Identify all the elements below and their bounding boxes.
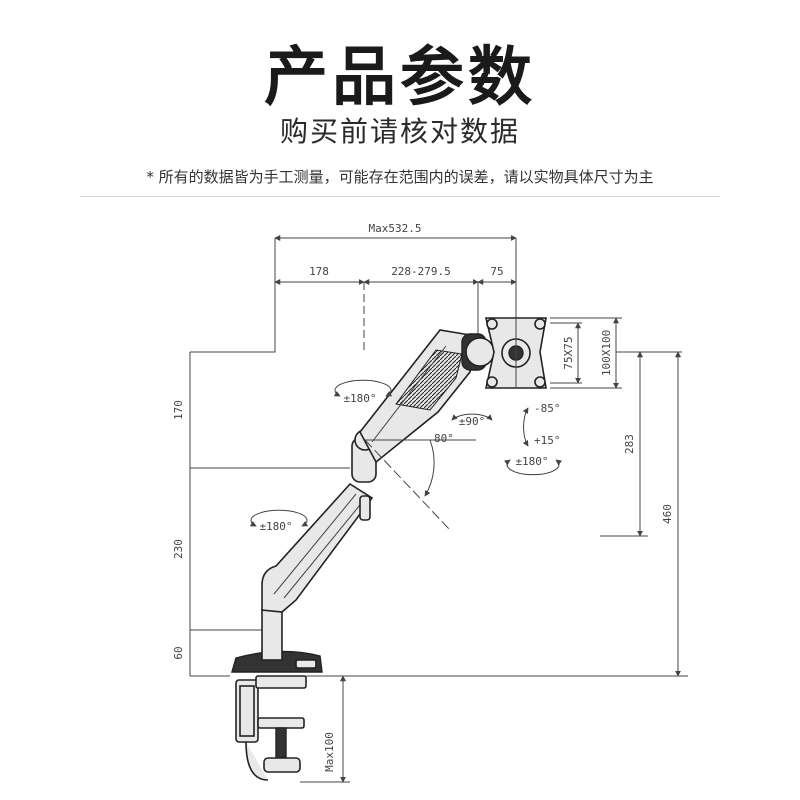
dim-vesa-large: 100X100	[600, 330, 613, 376]
dim-segment-3: 75	[490, 265, 503, 278]
clamp-top	[255, 675, 307, 689]
angle-swivel: ±90°	[459, 415, 486, 428]
angle-elevation: 80°	[434, 432, 454, 445]
measurement-note: * 所有的数据皆为手工测量，可能存在范围内的误差，请以实物具体尺寸为主	[146, 168, 654, 186]
rotation-annotations: ±180° ±180° ±180° ±90° 80° -85° +15°	[249, 379, 563, 533]
dim-clamp-max: Max100	[323, 732, 336, 772]
angle-rot-mid: ±180°	[259, 520, 292, 533]
dim-height-60: 60	[172, 646, 185, 659]
clamp-dimension: Max100	[300, 675, 350, 783]
arm-illustration	[231, 317, 547, 781]
dim-height-230: 230	[172, 539, 185, 559]
lower-arm	[261, 482, 374, 613]
dim-height-283: 283	[623, 434, 636, 454]
clamp-plate	[257, 717, 305, 729]
clamp-screw	[275, 727, 287, 759]
page-subtitle: 购买前请核对数据	[279, 115, 520, 148]
angle-tilt-up: -85°	[534, 402, 561, 415]
divider	[80, 196, 720, 197]
angle-tilt-down: +15°	[534, 434, 561, 447]
angle-rot-right: ±180°	[515, 455, 548, 468]
top-dimensions: Max532.5 178 228-279.5 75	[190, 222, 517, 353]
dim-height-170: 170	[172, 400, 185, 420]
right-dimensions: 75X75 100X100 283 460	[330, 317, 688, 677]
arm-post	[261, 609, 283, 661]
dim-vesa-small: 75X75	[562, 336, 575, 369]
dim-segment-2: 228-279.5	[391, 265, 451, 278]
clamp-knob	[263, 757, 301, 773]
left-dimensions: 170 230 60	[172, 352, 350, 677]
dim-height-460: 460	[661, 504, 674, 524]
dim-max-reach: Max532.5	[369, 222, 422, 235]
page-title: 产品参数	[264, 41, 536, 115]
angle-rot-top: ±180°	[343, 392, 376, 405]
dim-segment-1: 178	[309, 265, 329, 278]
